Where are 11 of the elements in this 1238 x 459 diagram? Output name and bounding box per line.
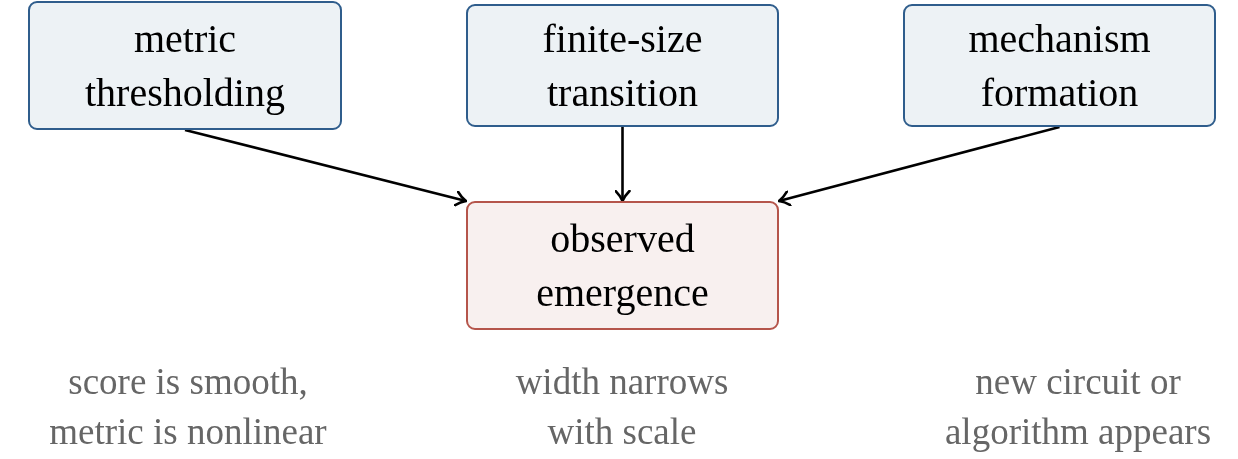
node-label: observed emergence [535, 214, 710, 317]
caption-text: width narrows with scale [514, 360, 730, 454]
node-label: finite-size transition [541, 14, 704, 117]
process-box [903, 4, 1216, 127]
result-box [466, 201, 779, 330]
node-label: mechanism formation [967, 14, 1152, 117]
process-box [28, 1, 342, 130]
caption-text: new circuit or algorithm appears [943, 360, 1213, 454]
process-box [466, 4, 779, 127]
node-label: metric thresholding [84, 14, 286, 117]
caption-text: score is smooth, metric is nonlinear [48, 360, 328, 454]
